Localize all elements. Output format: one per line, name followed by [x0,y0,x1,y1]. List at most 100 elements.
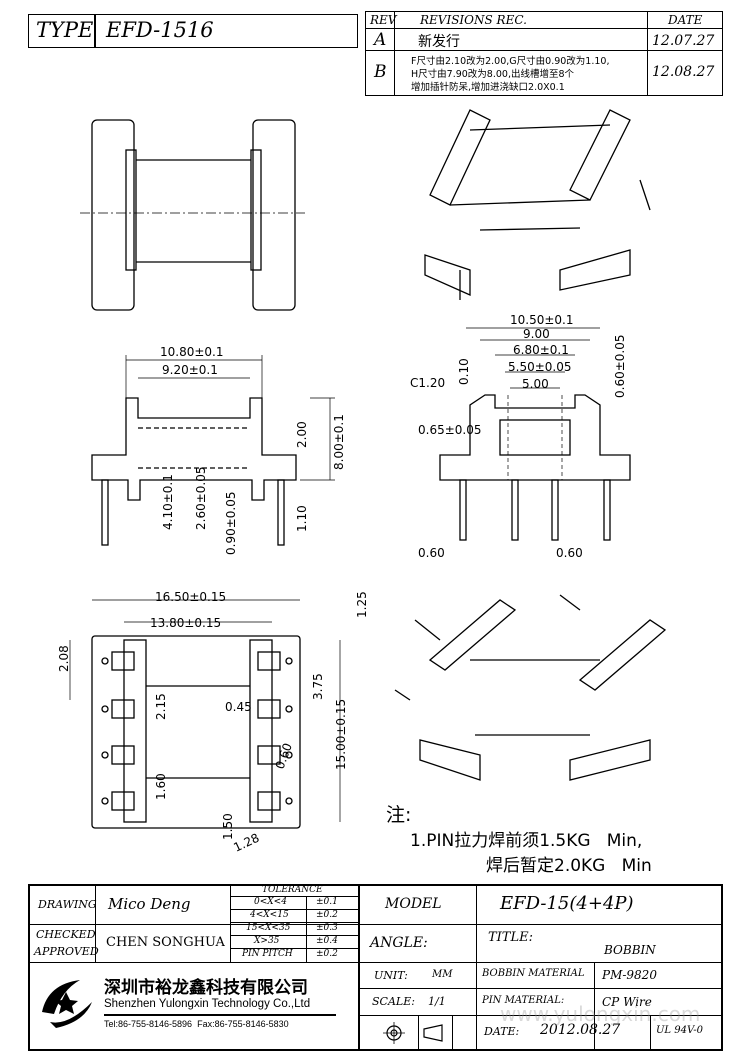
dim-l9: 9.00 [523,327,550,341]
tol-value-4: ±0.2 [316,949,338,959]
date-label: DATE: [484,1025,520,1038]
watermark: www.yulongxin.com [500,1002,701,1026]
scale-label: SCALE: [372,995,415,1008]
checked-value: CHEN SONGHUA [106,935,225,950]
notes-line-2: 焊后暂定2.0KG Min [486,856,652,876]
dim-215: 2.15 [154,693,168,720]
tb-hline-2 [28,962,723,964]
dim-r: 0.60 [418,546,445,560]
rev-header: REV [370,13,397,27]
tol-line-0 [230,896,358,897]
bottom-view [69,599,341,829]
title-label: TITLE: [488,930,533,945]
angle-label: ANGLE: [370,935,428,951]
dim-c: 4.10±0.1 [161,474,175,530]
dim-l15: 15.00±0.15 [334,699,348,770]
drawing-label: DRAWING [38,898,97,911]
tolerance-label: TOLERANCE [262,885,323,895]
type-value: EFD-1516 [106,18,214,42]
tol-line-3 [230,935,358,936]
approved-label: APPROVED [34,945,99,958]
dim-150: 1.50 [221,813,235,840]
company-underline [104,1014,336,1016]
rev-a: A [374,30,387,50]
dim-160: 1.60 [154,773,168,800]
rev-b-line-2: H尺寸由7.90改为8.00,出线槽增至8个 [411,69,575,80]
bobbin-material-label: BOBBIN MATERIAL [482,968,585,979]
dim-208: 2.08 [57,645,71,672]
dim-d: 2.60±0.05 [194,467,208,531]
model-value: EFD-15(4+4P) [500,893,634,914]
dim-e: 0.90±0.05 [224,492,238,556]
type-label: TYPE [36,18,94,42]
company-name-en: Shenzhen Yulongxin Technology Co.,Ltd [104,998,311,1010]
checked-label: CHECKED [36,928,96,941]
tol-value-3: ±0.4 [316,936,338,946]
dim-m: 10.50±0.1 [510,313,574,327]
rev-a-text: 新发行 [418,34,460,50]
dim-045: 0.45 [225,700,252,714]
notes-title: 注: [386,804,412,826]
dim-b: 9.20±0.1 [162,363,218,377]
dim-125: 1.25 [355,591,369,618]
tb-vline-8 [650,1015,652,1051]
tol-range-3: X>35 [254,936,280,946]
drawing-value: Mico Deng [108,895,191,913]
dim-c120: C1.20 [410,376,445,390]
iso-view-bottom [394,594,667,781]
tb-vline-4 [476,884,478,1051]
dim-i: 16.50±0.15 [155,590,226,604]
tol-range-0: 0<X<4 [254,897,287,907]
tol-range-4: PIN PITCH [242,949,293,959]
company-name-cn: 深圳市裕龙鑫科技有限公司 [104,978,308,998]
rev-b: B [374,62,387,82]
dim-128: 1.28 [231,831,261,855]
dim-o: 5.50±0.05 [508,360,572,374]
tb-hline-1 [28,924,358,926]
date-header: DATE [668,13,703,27]
ul-value: UL 94V-0 [656,1025,704,1036]
tol-range-1: 4<X<15 [250,910,289,920]
title-value: BOBBIN [604,943,656,957]
drawing-area: 10.80±0.1 9.20±0.1 4.10±0.1 2.60±0.05 0.… [57,109,667,855]
tb-vline-5 [594,962,596,1051]
notes-line-1: 1.PIN拉力焊前须1.5KG Min, [410,831,643,851]
tb-vline-2 [230,884,232,962]
pin-material-label: PIN MATERIAL: [482,995,565,1006]
front-view [91,355,335,546]
unit-value: MM [432,969,453,980]
tol-value-1: ±0.2 [316,910,338,920]
scale-value: 1/1 [428,995,446,1008]
pin-material-value: CP Wire [602,995,652,1009]
tol-line-2 [230,922,358,923]
dim-010: 0.10 [457,358,471,385]
date-col-line [647,11,649,96]
dim-pin: 0.60 [556,546,583,560]
dim-a: 10.80±0.1 [160,345,224,359]
tol-value-0: ±0.1 [316,897,338,907]
tb-vline-6 [452,1015,454,1051]
tb-vline-7 [418,1015,420,1051]
date-value: 2012.08.27 [540,1022,621,1038]
dim-n: 6.80±0.1 [513,343,569,357]
type-divider [94,14,96,48]
company-logo [42,980,92,1028]
bobbin-material-value: PM-9820 [602,968,657,982]
revisions-header: REVISIONS REC. [420,13,527,27]
tol-line-4 [230,948,358,949]
rev-b-line-3: 增加插针防呆,增加进浇缺口2.0X0.1 [411,82,565,93]
tb-vline-3 [358,884,360,1051]
projection-symbol [383,1022,443,1044]
tol-vline [306,896,307,962]
dim-j: 13.80±0.15 [150,616,221,630]
dim-g: 1.10 [295,505,309,532]
rev-b-date: 12.08.27 [652,64,715,80]
rev-a-date: 12.07.27 [652,33,715,49]
tb-vline-1 [95,884,97,962]
model-label: MODEL [385,896,442,912]
tb-hline-4 [358,988,723,990]
company-tel: Tel:86-755-8146-5896 Fax:86-755-8146-583… [104,1019,289,1029]
rev-col-line [394,11,396,96]
tol-value-2: ±0.3 [316,923,338,933]
title-block [28,884,723,1051]
